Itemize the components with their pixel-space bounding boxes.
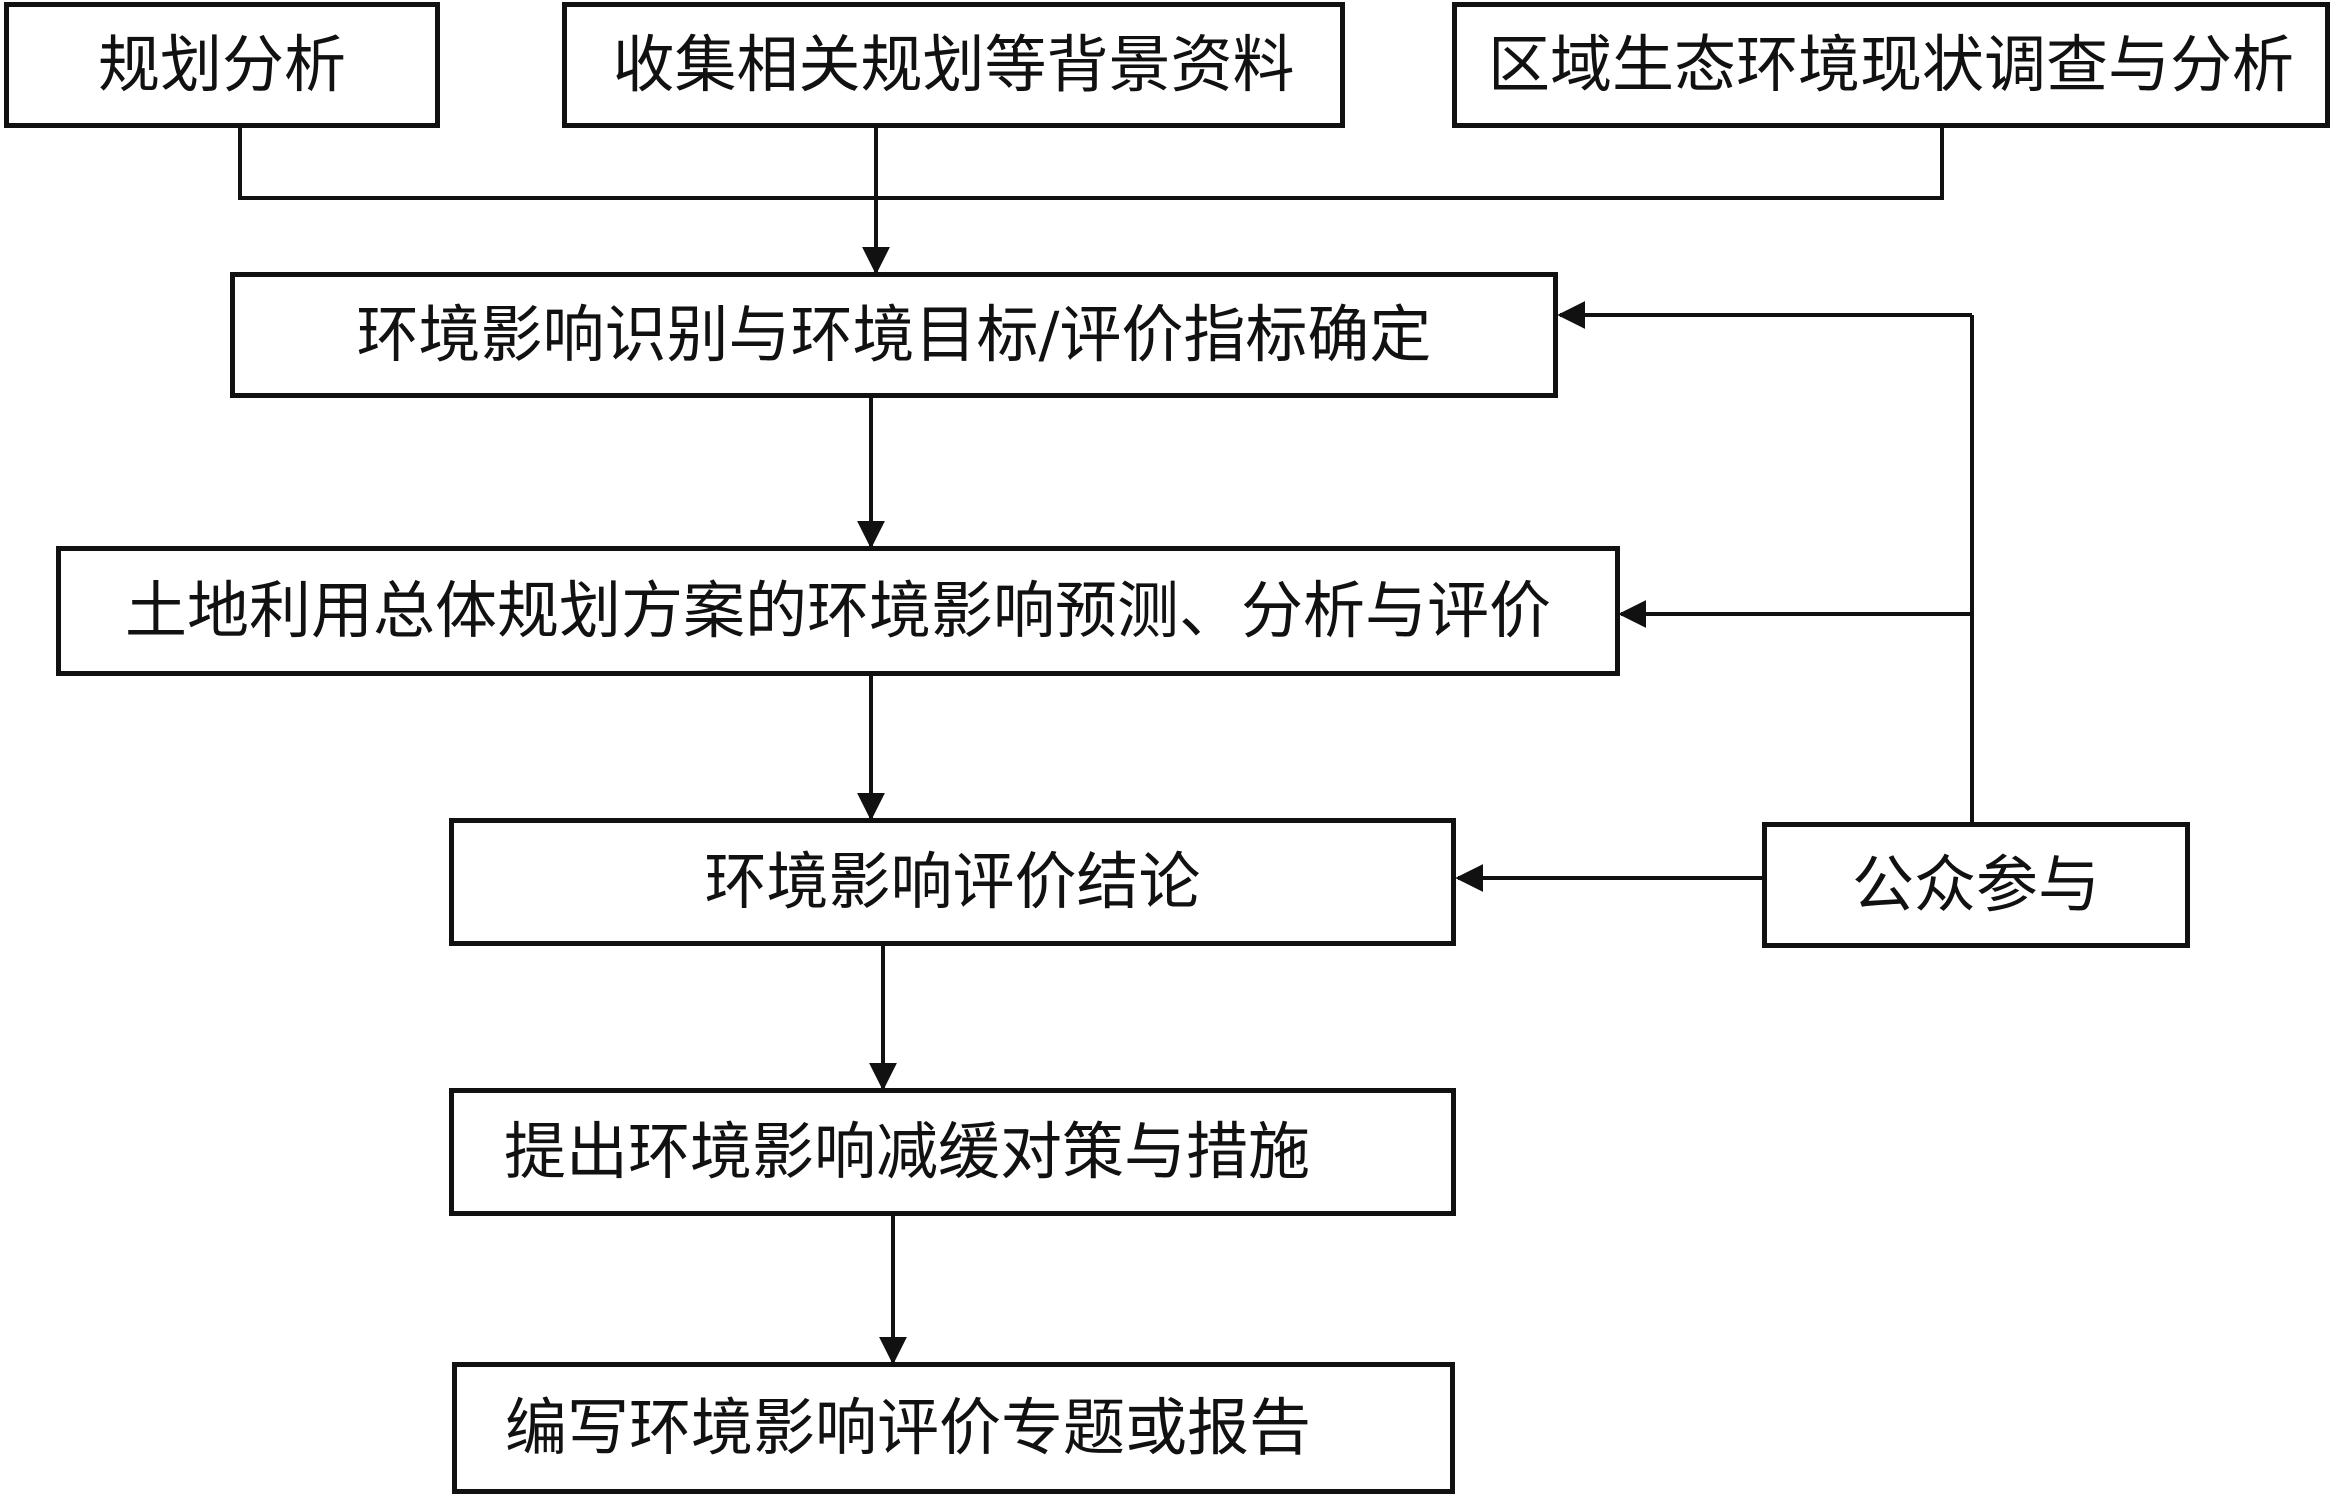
identify-targets-box: 环境影响识别与环境目标/评价指标确定 [230,272,1558,398]
prediction-eval-box: 土地利用总体规划方案的环境影响预测、分析与评价 [56,546,1620,676]
report-box: 编写环境影响评价专题或报告 [452,1362,1455,1494]
collect-background-label: 收集相关规划等背景资料 [612,28,1295,101]
mitigation-box: 提出环境影响减缓对策与措施 [449,1088,1456,1216]
public-participation-label: 公众参与 [1851,848,2100,921]
report-label: 编写环境影响评价专题或报告 [505,1391,1312,1464]
planning-analysis-label: 规划分析 [97,28,346,101]
eco-survey-box: 区域生态环境现状调查与分析 [1452,2,2330,128]
eco-survey-label: 区域生态环境现状调查与分析 [1487,28,2294,101]
planning-analysis-box: 规划分析 [4,2,440,128]
prediction-eval-label: 土地利用总体规划方案的环境影响预测、分析与评价 [124,574,1551,647]
conclusion-label: 环境影响评价结论 [704,845,1201,918]
mitigation-label: 提出环境影响减缓对策与措施 [504,1115,1311,1188]
merge-connector [238,128,1944,200]
conclusion-box: 环境影响评价结论 [449,818,1456,946]
public-participation-box: 公众参与 [1762,822,2190,948]
identify-targets-label: 环境影响识别与环境目标/评价指标确定 [356,298,1432,371]
collect-background-box: 收集相关规划等背景资料 [562,2,1345,128]
